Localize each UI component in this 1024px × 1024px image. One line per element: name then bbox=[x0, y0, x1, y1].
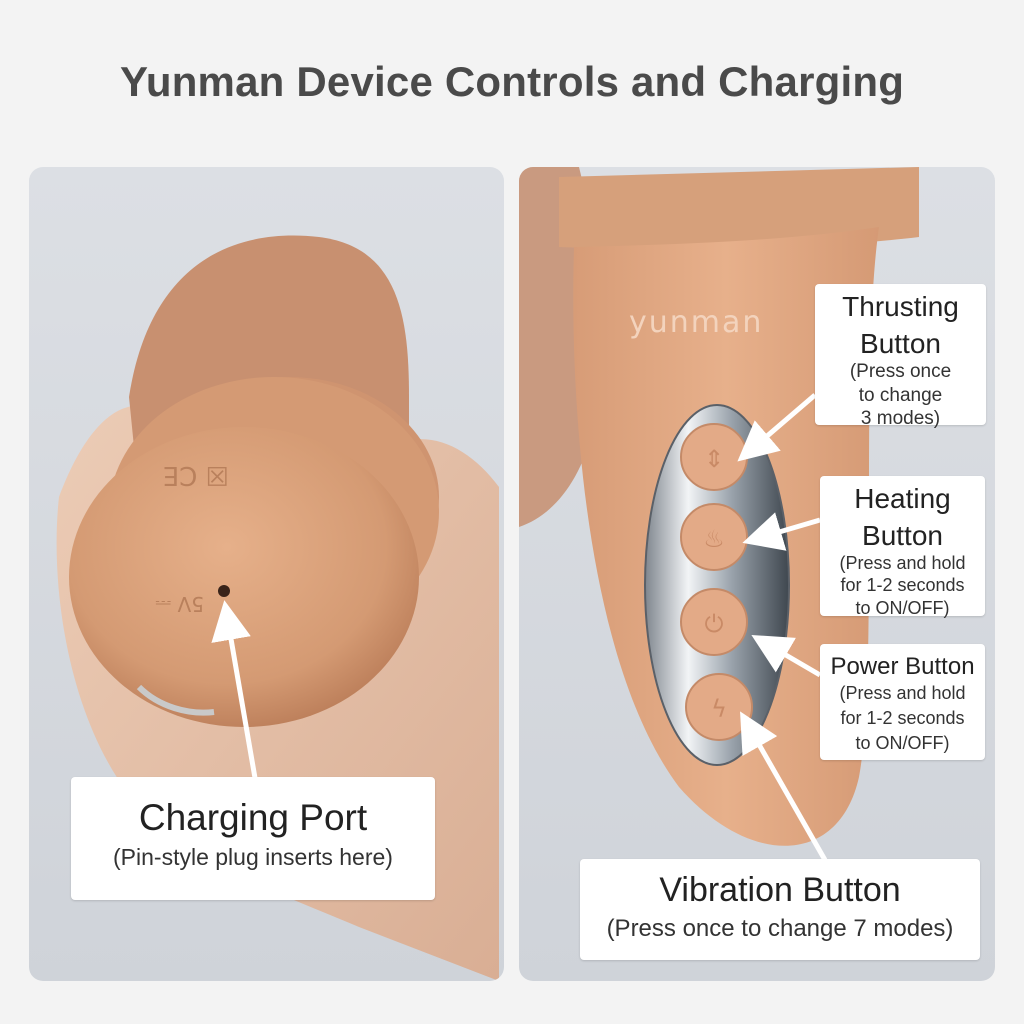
metal-edge bbox=[136, 684, 215, 716]
heating-button[interactable]: ♨ bbox=[680, 503, 748, 571]
thrusting-callout: Thrusting Button (Press once to change 3… bbox=[815, 284, 986, 429]
power-callout: Power Button (Press and hold for 1-2 sec… bbox=[820, 644, 985, 760]
device-rim bbox=[559, 167, 919, 249]
callout-subtitle: (Press and hold bbox=[839, 683, 966, 704]
vibration-callout: Vibration Button (Press once to change 7… bbox=[580, 859, 980, 960]
vibration-button[interactable]: ϟ bbox=[685, 673, 753, 741]
callout-subtitle: to ON/OFF) bbox=[855, 598, 950, 619]
flame-icon: ♨ bbox=[703, 525, 725, 553]
callout-subtitle: (Press and hold bbox=[839, 552, 966, 573]
callout-subtitle: (Press once bbox=[849, 360, 952, 382]
callout-title: Heating bbox=[854, 483, 951, 514]
charging-port-callout: Charging Port (Pin-style plug inserts he… bbox=[71, 777, 435, 900]
brand-logo: yunman bbox=[629, 305, 763, 340]
page-title: Yunman Device Controls and Charging bbox=[119, 58, 905, 105]
heating-callout: Heating Button (Press and hold for 1-2 s… bbox=[820, 476, 985, 619]
callout-title: Vibration Button bbox=[659, 871, 901, 909]
callout-subtitle: to change bbox=[858, 384, 943, 406]
callout-title: Button bbox=[860, 328, 941, 360]
callout-title: Power Button bbox=[830, 653, 975, 680]
callout-subtitle: for 1-2 seconds bbox=[840, 575, 965, 596]
lightning-icon: ϟ bbox=[711, 695, 727, 723]
callout-title: Thrusting bbox=[842, 291, 959, 322]
controls-photo: yunman ⇕ ♨ ⏻ ϟ bbox=[519, 167, 919, 846]
callout-subtitle: (Press once to change 7 modes) bbox=[606, 914, 954, 942]
power-icon: ⏻ bbox=[705, 610, 724, 638]
callout-subtitle: for 1-2 seconds bbox=[840, 707, 965, 728]
thrusting-button[interactable]: ⇕ bbox=[680, 423, 748, 491]
power-button[interactable]: ⏻ bbox=[680, 588, 748, 656]
callout-subtitle: 3 modes) bbox=[860, 408, 941, 430]
ce-mark-icon: ☒ CE bbox=[163, 460, 229, 490]
callout-subtitle: (Pin-style plug inserts here) bbox=[113, 843, 393, 870]
voltage-mark-icon: 5V ⎓ bbox=[155, 592, 204, 616]
thrust-arrows-icon: ⇕ bbox=[704, 445, 724, 473]
device-base-face bbox=[69, 427, 419, 727]
callout-subtitle: to ON/OFF) bbox=[855, 732, 950, 753]
callout-title: Charging Port bbox=[138, 797, 368, 838]
callout-title: Button bbox=[862, 520, 943, 552]
control-plate bbox=[644, 404, 790, 766]
charging-port-icon bbox=[218, 585, 230, 597]
